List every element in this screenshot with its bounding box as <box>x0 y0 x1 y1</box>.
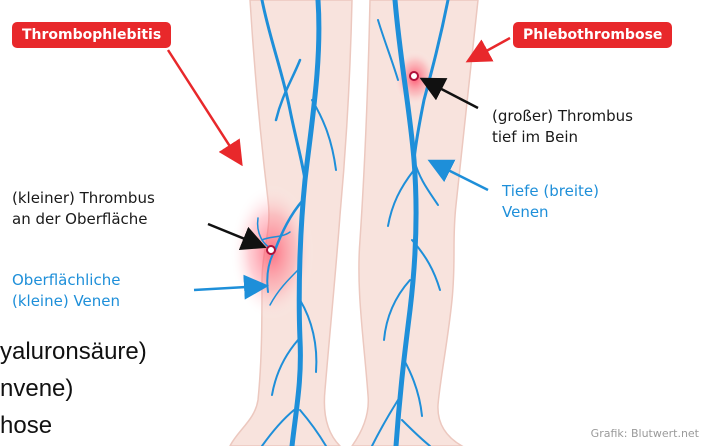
small-thrombus-label: (kleiner) Thrombus an der Oberfläche <box>12 188 155 230</box>
overlay-fragment-3: hose <box>0 412 52 440</box>
large-thrombus-line-1: (großer) Thrombus <box>492 106 633 127</box>
overlay-fragment-1: yaluronsäure) <box>0 338 147 366</box>
arrow-thrombophlebitis <box>168 50 240 162</box>
large-thrombus-line-2: tief im Bein <box>492 127 633 148</box>
superficial-veins-label: Oberflächliche (kleine) Venen <box>12 270 120 312</box>
deep-veins-label: Tiefe (breite) Venen <box>502 181 599 223</box>
thrombophlebitis-badge: Thrombophlebitis <box>12 22 171 48</box>
deep-veins-line-1: Tiefe (breite) <box>502 181 599 202</box>
thrombus-large-marker <box>410 72 418 80</box>
superficial-veins-line-1: Oberflächliche <box>12 270 120 291</box>
deep-veins-line-2: Venen <box>502 202 599 223</box>
image-credit: Grafik: Blutwert.net <box>591 427 699 440</box>
small-thrombus-line-2: an der Oberfläche <box>12 209 155 230</box>
phlebothrombose-badge: Phlebothrombose <box>513 22 672 48</box>
small-thrombus-line-1: (kleiner) Thrombus <box>12 188 155 209</box>
thrombus-small-marker <box>267 246 275 254</box>
overlay-fragment-2: nvene) <box>0 375 73 403</box>
superficial-veins-line-2: (kleine) Venen <box>12 291 120 312</box>
large-thrombus-label: (großer) Thrombus tief im Bein <box>492 106 633 148</box>
arrow-phlebothrombose <box>470 38 510 60</box>
